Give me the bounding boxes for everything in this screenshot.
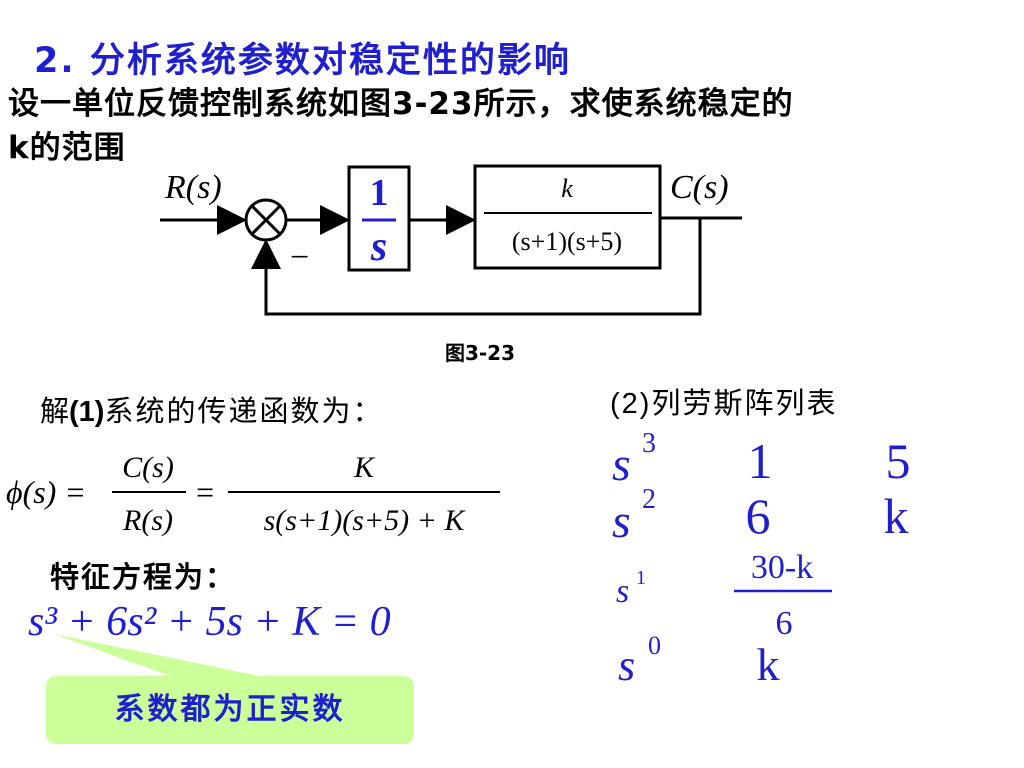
tf-eq: =	[196, 474, 214, 510]
block1-numerator: 1	[370, 172, 389, 214]
routh-array: s 3 1 5 s 2 6 k s 1 30-k 6 s 0 k	[612, 428, 911, 690]
routh-exp-s3: 3	[642, 428, 656, 459]
routh-power-s2: s	[612, 495, 631, 548]
problem-statement: 设一单位反馈控制系统如图3-23所示，求使系统稳定的 k的范围	[8, 82, 794, 170]
block2-denominator: (s+1)(s+5)	[512, 227, 622, 256]
slide-title: 2. 分析系统参数对稳定性的影响	[34, 41, 571, 81]
step1-number: (1)	[69, 396, 105, 428]
figure-caption: 图3-23	[445, 341, 515, 365]
routh-power-s0: s	[618, 641, 635, 690]
routh-s0-c1: k	[757, 639, 780, 690]
block2-numerator: k	[561, 174, 573, 203]
minus-sign: −	[290, 239, 309, 276]
output-label: C(s)	[670, 169, 729, 206]
callout-box: 系数都为正实数	[46, 676, 414, 744]
tf-frac1-num: C(s)	[122, 451, 174, 484]
problem-line-1: 设一单位反馈控制系统如图3-23所示，求使系统稳定的	[8, 86, 794, 122]
input-label: R(s)	[164, 169, 222, 206]
step1-prefix: 解	[40, 394, 70, 428]
problem-line-2: k的范围	[8, 130, 126, 166]
routh-power-s3: s	[612, 438, 631, 491]
transfer-function: ϕ(s) = C(s) R(s) = K s(s+1)(s+5) + K	[6, 451, 500, 537]
routh-s2-c2: k	[884, 488, 909, 544]
char-eq: s³ + 6s² + 5s + K = 0	[28, 599, 391, 645]
routh-power-s1: s	[616, 573, 629, 610]
routh-heading-number: (2)	[610, 388, 652, 420]
char-eq-label: 特征方程为：	[50, 560, 237, 594]
routh-s3-c2: 5	[886, 433, 911, 489]
routh-s1-den: 6	[776, 605, 793, 642]
step1-heading: 解(1)系统的传递函数为：	[40, 388, 383, 430]
routh-s2-c1: 6	[746, 488, 771, 544]
routh-exp-s1: 1	[636, 567, 646, 589]
routh-exp-s2: 2	[642, 484, 656, 515]
callout-pointer	[54, 634, 260, 676]
routh-s1-num: 30-k	[751, 549, 813, 586]
routh-exp-s0: 0	[648, 631, 661, 660]
routh-heading: (2)列劳斯阵列表	[610, 380, 837, 422]
routh-s3-c1: 1	[748, 433, 773, 489]
block1-denominator: s	[370, 224, 387, 270]
summing-junction	[244, 198, 288, 242]
step1-text: 系统的传递函数为：	[104, 394, 384, 428]
routh-heading-text: 列劳斯阵列表	[651, 386, 838, 420]
tf-lhs: ϕ(s) =	[6, 474, 86, 510]
block-diagram: R(s) − 1 s k (s+1)(s+5) C(s) 图3-23	[160, 164, 742, 365]
tf-frac1-den: R(s)	[122, 504, 173, 537]
tf-frac2-num: K	[353, 451, 376, 484]
tf-frac2-den: s(s+1)(s+5) + K	[264, 504, 467, 537]
feedback-path	[251, 218, 702, 316]
